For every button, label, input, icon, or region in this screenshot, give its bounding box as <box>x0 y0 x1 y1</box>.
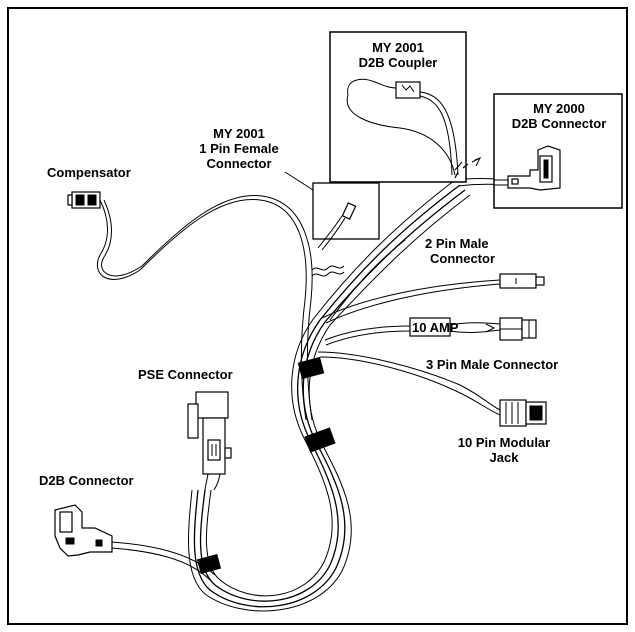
two-pin-label-line2: Connector <box>430 251 495 266</box>
ten-amp-label: 10 AMP <box>412 320 459 335</box>
three-pin-label: 3 Pin Male Connector <box>426 357 558 372</box>
tape-wrap-middle <box>304 427 336 453</box>
compensator-connector <box>67 191 101 209</box>
ten-pin-label-line2: Jack <box>490 450 520 465</box>
female-label-line3: Connector <box>207 156 272 171</box>
ten-pin-branch <box>317 351 501 416</box>
coupler-label-line2: D2B Coupler <box>359 55 438 70</box>
female-connector-box <box>312 182 380 251</box>
two-pin-label-line1: 2 Pin Male <box>425 236 489 251</box>
female-leader-line <box>284 171 314 191</box>
tape-wrap-upper <box>297 356 325 380</box>
my2000-label-line2: D2B Connector <box>512 116 607 131</box>
d2b-connector <box>54 504 113 557</box>
compensator-wire <box>96 195 313 421</box>
my2000-leader-arrow <box>471 156 482 167</box>
tape-wrap-lower <box>196 554 222 574</box>
two-pin-connector <box>499 273 545 289</box>
pse-connector <box>187 391 232 491</box>
my2000-label-line1: MY 2000 <box>533 101 585 116</box>
female-label-line2: 1 Pin Female <box>199 141 278 156</box>
female-label-line1: MY 2001 <box>213 126 265 141</box>
d2b-label: D2B Connector <box>39 473 134 488</box>
coupler-label-line1: MY 2001 <box>372 40 424 55</box>
three-pin-branch <box>324 322 501 346</box>
compensator-label: Compensator <box>47 165 131 180</box>
ten-pin-label-line1: 10 Pin Modular <box>458 435 550 450</box>
break-symbol <box>311 265 345 277</box>
diagram-frame <box>7 7 628 625</box>
three-pin-connector <box>485 317 537 341</box>
ten-amp-fuse: 10 AMP <box>409 317 459 337</box>
my2000-box <box>493 93 623 209</box>
coupler-box <box>329 31 467 183</box>
pse-label: PSE Connector <box>138 367 233 382</box>
ten-pin-jack <box>499 399 547 427</box>
coupler-leader-line <box>454 161 463 171</box>
